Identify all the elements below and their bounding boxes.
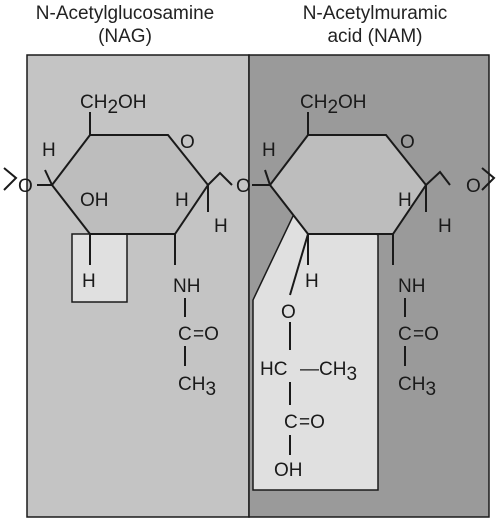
nag-ring-o-label: O <box>180 132 195 153</box>
nam-ch3-label: CH3 <box>398 374 436 400</box>
nag-header-line1: N-Acetylglucosamine <box>35 3 215 24</box>
nag-panel <box>26 54 250 518</box>
text-labels: O CH2OH O H OH H H H NH C =O CH3 O CH2OH… <box>18 92 481 481</box>
nag-highlight-box <box>71 233 128 303</box>
nam-h-c2-label: H <box>398 190 412 211</box>
nag-ch2oh-label: CH2OH <box>80 92 147 118</box>
nam-right-o-label: O <box>466 176 481 197</box>
nag-nh-label: NH <box>173 276 200 297</box>
nam-header-line2: acid (NAM) <box>327 26 423 47</box>
nam-c-label: C <box>398 324 412 345</box>
nag-header: N-Acetylglucosamine (NAG) <box>0 2 250 48</box>
carboxyl-c-label: C <box>284 412 298 433</box>
nag-h-c2-label: H <box>175 190 189 211</box>
carboxyl-oh-label: OH <box>274 460 303 481</box>
nam-header-line1: N-Acetylmuramic <box>302 3 448 24</box>
nag-h-c4-label: H <box>42 140 56 161</box>
nag-h-c3-label: H <box>82 271 96 292</box>
bond-lines <box>3 112 496 455</box>
nag-eq-o-label: =O <box>193 324 219 345</box>
lactyl-o-label: O <box>281 302 296 323</box>
nag-c-label: C <box>178 324 192 345</box>
carboxyl-eq-o-label: =O <box>299 412 325 433</box>
nag-left-o-label: O <box>18 176 33 197</box>
nam-h-c3-label: H <box>305 271 319 292</box>
linkage-o-label: O <box>236 176 251 197</box>
nam-header: N-Acetylmuramic acid (NAM) <box>250 2 500 48</box>
nag-oh-c3-label: OH <box>80 190 109 211</box>
nam-ring-o-label: O <box>400 132 415 153</box>
nam-ch2oh-label: CH2OH <box>300 92 367 118</box>
nam-h-c4-label: H <box>262 140 276 161</box>
nam-nh-label: NH <box>398 276 425 297</box>
lactyl-ch3-label: —CH3 <box>300 359 357 385</box>
nam-h-c1-label: H <box>438 216 452 237</box>
nam-eq-o-label: =O <box>413 324 439 345</box>
nag-ch3-label: CH3 <box>178 374 216 400</box>
nag-h-c1-label: H <box>214 216 228 237</box>
nag-header-line2: (NAG) <box>98 26 152 47</box>
lactyl-hc-label: HC <box>260 359 287 380</box>
